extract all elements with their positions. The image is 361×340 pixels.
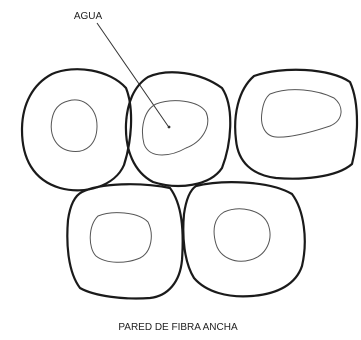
fiber-cell-top-left [22, 69, 131, 190]
fiber-wall [183, 182, 304, 296]
diagram-caption: PARED DE FIBRA ANCHA [118, 322, 238, 333]
fiber-lumen [143, 101, 208, 155]
fiber-wall [235, 70, 357, 179]
fiber-lumen [51, 100, 97, 152]
fiber-wall [67, 184, 182, 298]
fiber-cell-top-right [235, 70, 357, 179]
fiber-wall [126, 72, 230, 186]
fiber-cell-bottom-right [183, 182, 304, 296]
agua-label: AGUA [74, 11, 103, 22]
fiber-cell-bottom-left [67, 184, 182, 298]
fiber-lumen [214, 209, 270, 261]
agua-leader-dot [168, 126, 171, 129]
fiber-wall [22, 69, 131, 190]
fiber-lumen [262, 90, 342, 137]
fiber-lumen [90, 213, 151, 263]
fiber-cell-top-middle [126, 72, 230, 186]
